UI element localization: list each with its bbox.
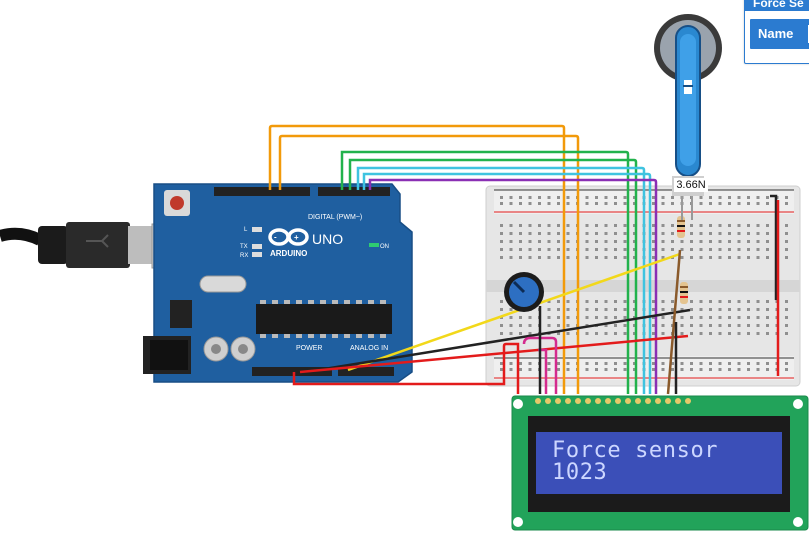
l-label: L — [244, 227, 248, 233]
svg-text:+: + — [294, 233, 299, 242]
panel-title: Force Se — [745, 0, 809, 11]
wire-red-1[interactable] — [299, 334, 689, 374]
wire-cyan-2[interactable] — [362, 172, 652, 394]
potentiometer[interactable] — [504, 272, 544, 312]
analog-header[interactable] — [338, 367, 394, 376]
lcd-module[interactable] — [511, 395, 809, 531]
arduino-brand: ARDUINO — [270, 249, 307, 258]
power-label: POWER — [296, 345, 322, 352]
digital-label: DIGITAL (PWM~) — [308, 214, 362, 221]
atmega-chip — [256, 304, 392, 334]
wire-red-2[interactable] — [292, 342, 520, 394]
lcd-screen — [536, 432, 782, 494]
arduino-logo — [268, 228, 309, 246]
wire-orange-1[interactable] — [268, 124, 566, 394]
resistor-2[interactable] — [680, 282, 688, 304]
name-label: Name — [758, 26, 794, 41]
wire-green-2[interactable] — [348, 158, 638, 394]
arduino-model: UNO — [312, 231, 343, 247]
digital-header-1[interactable] — [214, 187, 310, 196]
wire-green-1[interactable] — [340, 150, 630, 394]
power-header[interactable] — [252, 367, 332, 376]
on-label: ON — [380, 244, 389, 250]
wire-black-1[interactable] — [317, 308, 691, 372]
lcd-pins[interactable] — [535, 398, 691, 404]
force-reading-label: 3.66N — [674, 178, 708, 192]
digital-header-2[interactable] — [318, 187, 390, 196]
resistor-1[interactable] — [677, 216, 685, 238]
wire-yellow[interactable] — [347, 252, 681, 372]
name-field-label[interactable]: Name — [750, 19, 809, 49]
wire-black-4[interactable] — [770, 194, 778, 300]
wires[interactable] — [268, 124, 780, 395]
wire-orange-2[interactable] — [278, 134, 580, 394]
component-properties-panel[interactable]: Force Se Name — [744, 0, 809, 64]
analog-label: ANALOG IN — [350, 345, 388, 352]
lcd-line-1: Force sensor — [552, 438, 719, 463]
svg-text:-: - — [274, 233, 277, 242]
wire-brown[interactable] — [666, 249, 682, 395]
tx-label: TX — [240, 244, 248, 250]
force-sensor[interactable] — [654, 14, 722, 220]
arduino-uno-board[interactable]: - + ARDUINO UNO DIGITAL (PWM~) POWER ANA… — [143, 183, 413, 383]
lcd-line-2: 1023 — [552, 460, 608, 485]
wire-magenta-1[interactable] — [522, 336, 558, 394]
wire-purple[interactable] — [368, 178, 658, 394]
wire-cyan-1[interactable] — [356, 166, 646, 394]
rx-label: RX — [240, 253, 248, 259]
